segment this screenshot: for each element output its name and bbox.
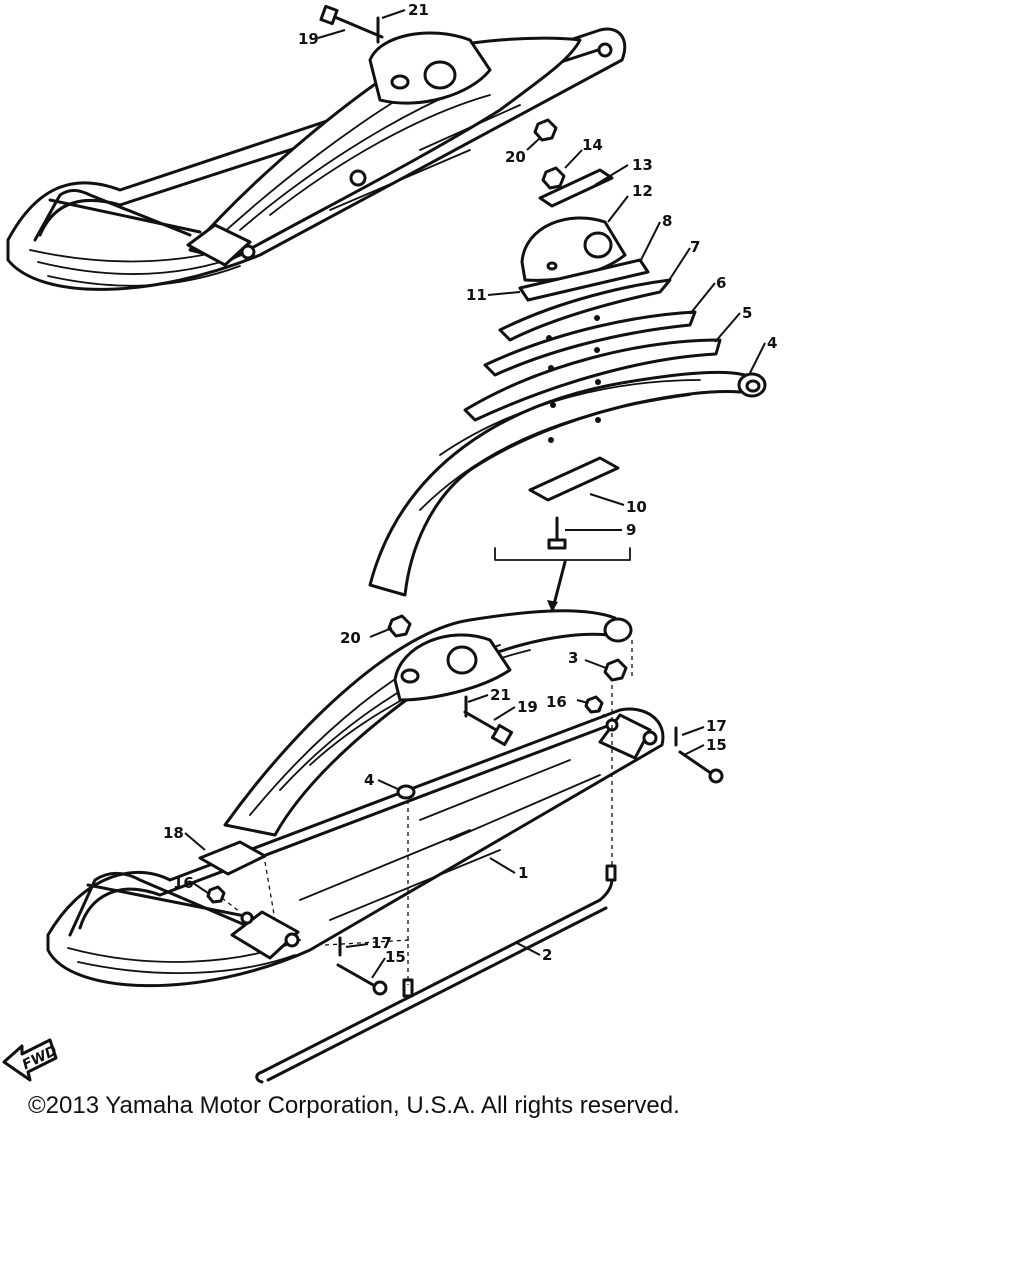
callout: 4 [364, 771, 374, 789]
callout: 19 [298, 30, 319, 48]
callout: 21 [408, 1, 429, 19]
callout: 17 [371, 934, 392, 952]
callout: 20 [505, 148, 526, 166]
callout: 10 [626, 498, 647, 516]
callout: 1 [518, 864, 528, 882]
callout: 2 [542, 946, 552, 964]
callout: 4 [767, 334, 777, 352]
callout: 14 [582, 136, 603, 154]
callout: 20 [340, 629, 361, 647]
copyright-notice: ©2013 Yamaha Motor Corporation, U.S.A. A… [28, 1092, 680, 1119]
callout-labels: 21 19 20 14 13 12 8 11 7 6 5 4 10 9 20 3… [163, 1, 777, 966]
callout: 8 [662, 212, 672, 230]
callout: 18 [163, 824, 184, 842]
callout: 17 [706, 717, 727, 735]
exploded-ski-bottom [46, 609, 724, 1084]
callout: 15 [385, 948, 406, 966]
callout: 9 [626, 521, 636, 539]
callout: 11 [466, 286, 487, 304]
spring-stack-exploded [368, 118, 767, 614]
callout: 16 [173, 874, 194, 892]
callout: 6 [716, 274, 726, 292]
callout: 15 [706, 736, 727, 754]
callout: 13 [632, 156, 653, 174]
leader-lines [184, 9, 766, 979]
callout: 12 [632, 182, 653, 200]
callout: 7 [690, 238, 700, 256]
assembled-ski-top [6, 4, 627, 291]
callout: 19 [517, 698, 538, 716]
parts-diagram: 21 19 20 14 13 12 8 11 7 6 5 4 10 9 20 3… [2, 1, 777, 1084]
callout: 5 [742, 304, 752, 322]
callout: 21 [490, 686, 511, 704]
callout: 16 [546, 693, 567, 711]
callout: 3 [568, 649, 578, 667]
fwd-arrow-icon: FWD [2, 1038, 60, 1082]
